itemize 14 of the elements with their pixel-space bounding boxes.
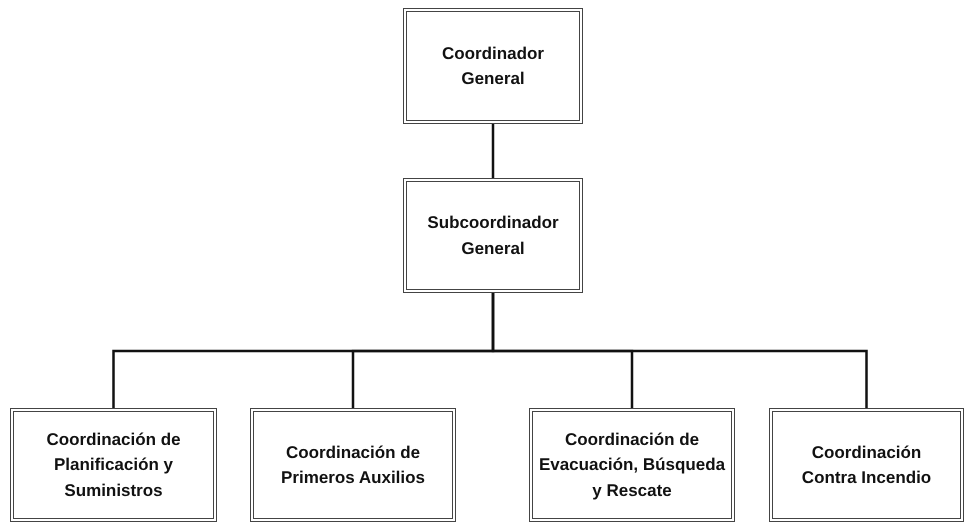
role-title: Coordinador General <box>441 42 545 90</box>
connector-line <box>492 293 868 408</box>
connector-line <box>492 124 494 178</box>
org-box <box>250 408 456 522</box>
org-box <box>10 408 217 522</box>
role-title: Coordinación de Primeros Auxilios <box>280 442 426 489</box>
org-box <box>529 408 735 522</box>
org-box <box>769 408 964 522</box>
role-title: Coordinación Contra Incendio <box>800 442 932 489</box>
role-title: Coordinación de Evacuación, Búsqueda y Rescate <box>538 428 726 502</box>
role-title: Coordinación de Planificación y Suministros <box>45 428 182 502</box>
org-box <box>403 178 583 293</box>
role-title: Subcoordinador General <box>426 212 560 260</box>
org-box <box>403 8 583 124</box>
